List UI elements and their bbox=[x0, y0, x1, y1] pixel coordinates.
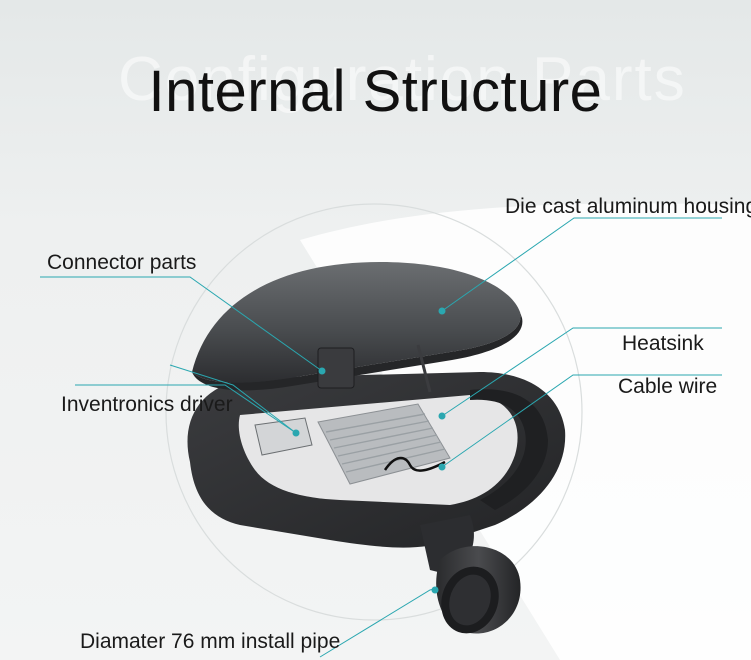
page-title: Internal Structure bbox=[148, 59, 603, 124]
lid-support-arm bbox=[416, 344, 432, 393]
leader-dots bbox=[292, 307, 446, 594]
leader-housing bbox=[441, 217, 722, 312]
label-heatsink: Heatsink bbox=[622, 332, 704, 355]
leader-heatsink bbox=[441, 327, 722, 417]
leader-driver-2 bbox=[169, 364, 297, 434]
label-pipe: Diamater 76 mm install pipe bbox=[80, 630, 341, 653]
label-cable: Cable wire bbox=[618, 375, 718, 398]
label-driver: Inventronics driver bbox=[61, 393, 233, 416]
lamp-rim-right bbox=[470, 389, 548, 510]
leader-cable bbox=[441, 374, 722, 468]
leader-lines bbox=[40, 217, 722, 658]
orbit-ring bbox=[165, 203, 583, 621]
leader-driver-1 bbox=[75, 384, 297, 434]
cable bbox=[383, 456, 446, 472]
dot-pipe bbox=[431, 586, 439, 594]
dot-connector bbox=[318, 367, 326, 375]
install-pipe bbox=[436, 546, 521, 634]
dot-housing bbox=[438, 307, 446, 315]
driver-box bbox=[254, 417, 313, 456]
label-housing: Die cast aluminum housing bbox=[505, 195, 751, 218]
lamp-lid bbox=[192, 262, 521, 383]
heatsink-block bbox=[317, 403, 451, 485]
label-connector: Connector parts bbox=[47, 251, 197, 274]
background-watermark-text: Configuration Parts bbox=[118, 45, 687, 114]
leader-connector bbox=[40, 276, 323, 372]
dot-heatsink bbox=[438, 412, 446, 420]
dot-driver bbox=[292, 429, 300, 437]
dot-cable bbox=[438, 463, 446, 471]
